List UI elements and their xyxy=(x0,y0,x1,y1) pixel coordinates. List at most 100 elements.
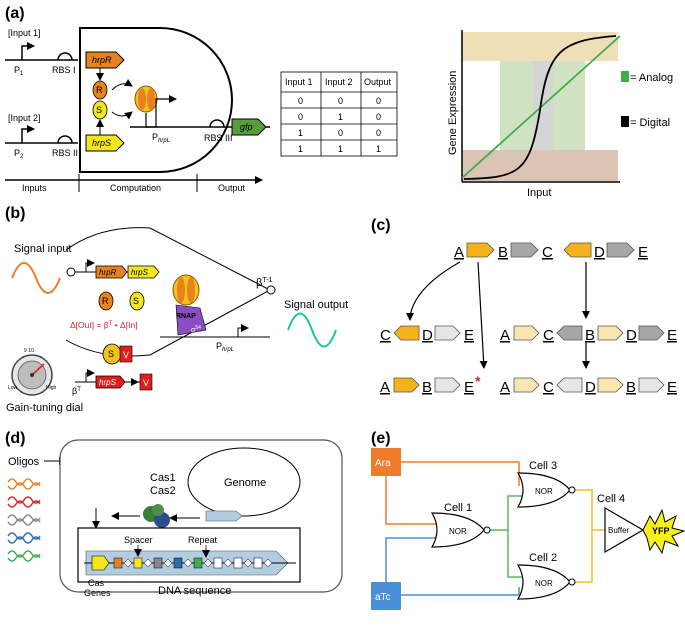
seg-letter: A xyxy=(380,379,390,396)
tt-cell: 1 xyxy=(298,144,303,154)
promoter1-arrow xyxy=(21,42,35,60)
wire-ara-cell1 xyxy=(385,462,437,525)
seg-arrow-orange xyxy=(393,377,420,393)
promoter-b2-arrow xyxy=(85,369,95,382)
rbs2-label: RBS II xyxy=(52,148,78,158)
hrpS-gene xyxy=(85,134,125,152)
hrpR-label: hrpR xyxy=(92,55,112,65)
hrpR-gene-b xyxy=(95,265,128,279)
input2-label: [Input 2] xyxy=(8,113,41,123)
cell2-nor-gate xyxy=(516,564,576,600)
seg-letter: C xyxy=(543,327,554,344)
dial-top-label: 9 10 xyxy=(24,348,34,354)
seg-letter: D xyxy=(626,327,637,344)
seg-arrow-hatched-orange xyxy=(597,377,624,393)
truth-table: Input 1 Input 2 Output 0 0 0 0 1 0 1 0 0… xyxy=(280,71,398,157)
cell3-nor-label: NOR xyxy=(535,487,553,496)
wire-cell1-cell2 xyxy=(507,530,523,578)
legend-analog: = Analog xyxy=(630,72,673,84)
stage-output: Output xyxy=(218,183,246,193)
seg-arrow-orange xyxy=(466,242,495,258)
yfp-burst-icon xyxy=(642,508,685,555)
gfp-label: gfp xyxy=(240,122,253,132)
tt-cell: 0 xyxy=(376,112,381,122)
seg-letter: D xyxy=(594,244,605,261)
seg-arrow-gray-rev xyxy=(556,325,583,341)
cas1-label: Cas1 xyxy=(150,472,176,484)
cas-genes-label-2: Genes xyxy=(84,588,111,598)
seg-letter: E xyxy=(638,244,648,261)
seg-letter: C xyxy=(543,379,554,396)
seg-letter: E xyxy=(667,379,677,396)
beta-output-label: βT-1 xyxy=(256,277,273,289)
seg-letter: B xyxy=(626,379,636,396)
tt-cell: 0 xyxy=(376,128,381,138)
tt-header-input1: Input 1 xyxy=(285,77,313,87)
gfp-gene xyxy=(231,118,267,136)
rbs3-icon xyxy=(209,119,225,128)
high-band xyxy=(462,32,618,61)
seg-arrow-orange-rev xyxy=(563,242,592,258)
hrpS-gene-b xyxy=(127,265,160,279)
complex-arrow-2 xyxy=(111,111,133,120)
seg-letter: A xyxy=(454,244,464,261)
rbs2-icon xyxy=(57,135,73,144)
tt-cell: 0 xyxy=(298,112,303,122)
digital-curve xyxy=(463,35,617,180)
sigma-label: σ54 xyxy=(191,325,201,334)
seg-letter: B xyxy=(422,379,432,396)
signal-input-label: Signal input xyxy=(14,243,72,255)
atc-label: aTc xyxy=(375,592,391,603)
p2-label: P2 xyxy=(14,148,24,160)
tt-cell: 1 xyxy=(376,144,381,154)
cell1-nor-gate xyxy=(430,512,491,548)
seg-letter: D xyxy=(585,379,596,396)
star-marker: * xyxy=(475,373,481,389)
crispr-array xyxy=(113,557,273,569)
seg-letter: C xyxy=(542,244,553,261)
wire-ara-cell3 xyxy=(386,461,520,486)
seg-letter: A xyxy=(500,379,510,396)
tt-cell: 0 xyxy=(298,96,303,106)
wire-atc-cell1 xyxy=(385,537,437,595)
promoter2-arrow xyxy=(21,125,35,143)
p1-label: P1 xyxy=(14,65,24,77)
phrpl-label: PhrpL xyxy=(152,132,170,144)
panel-b: (b) Signal input hrpR hrpS R S Δ[Out] = … xyxy=(5,205,348,414)
dial-low-label: Low xyxy=(8,385,18,391)
seg-arrow-hatched xyxy=(434,325,461,341)
panel-c: (c) A B C D E C D E A C B D E A B xyxy=(371,217,677,396)
seg-arrow-hatched-orange xyxy=(513,377,540,393)
wire-cell1-cell3 xyxy=(488,495,523,531)
genome-circle xyxy=(187,447,301,517)
s-protein xyxy=(92,100,108,120)
rnap-complex-icon xyxy=(172,274,207,336)
cell2-nor-label: NOR xyxy=(535,579,553,588)
seg-arrow-gray xyxy=(638,325,665,341)
cas-genes-label-1: Cas xyxy=(88,578,105,588)
cell3-nor-gate xyxy=(516,472,576,508)
gain-formula: Δ[Out] = βT • Δ[In] xyxy=(70,320,138,330)
panel-label-d: (d) xyxy=(5,430,25,447)
panel-label-c: (c) xyxy=(371,217,391,234)
oligos-label: Oligos xyxy=(8,456,40,468)
r-protein xyxy=(92,80,108,100)
cas-genes-block xyxy=(91,555,110,571)
legend-digital-swatch xyxy=(621,116,629,127)
input-wave-icon xyxy=(11,262,61,294)
seg-arrow-gray xyxy=(510,242,539,258)
plot-ylabel: Gene Expression xyxy=(447,71,459,155)
stage-computation: Computation xyxy=(110,183,161,193)
tt-cell: 1 xyxy=(338,112,343,122)
ara-input xyxy=(371,448,401,476)
r-label-b: R xyxy=(102,296,109,306)
beta-input-label: βT xyxy=(72,386,81,396)
r-protein-b xyxy=(98,291,114,311)
seg-arrow-orange-rev xyxy=(393,325,420,341)
s2-label-b: S xyxy=(108,349,114,359)
v-protein-b2 xyxy=(139,373,153,391)
cas-complex-icon xyxy=(143,504,170,528)
panel-label-b: (b) xyxy=(5,205,25,222)
cell4-buffer-gate xyxy=(604,506,645,554)
input-node xyxy=(66,267,76,277)
